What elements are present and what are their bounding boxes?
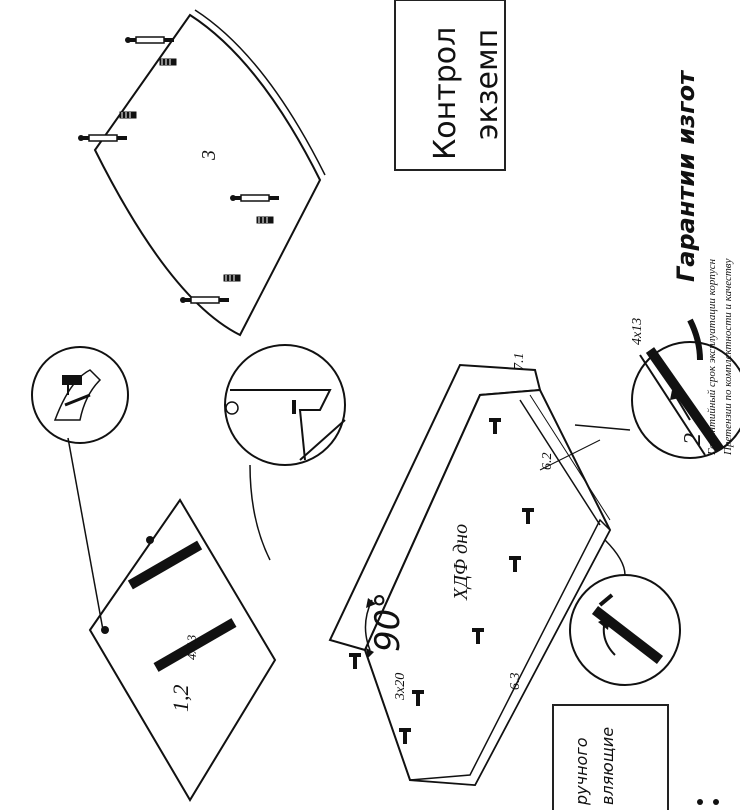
panel-number-label: 3 [198,150,220,160]
screw-3x20-label: 3x20 [393,672,408,700]
bottom-info-box [552,704,669,810]
detail-circle-hand [31,346,129,631]
drawer-box [328,363,612,787]
step-label-1-2: 1,2 [168,684,193,713]
bottom-box-line1: ручного [572,737,591,805]
screw-size-rail-label: 4x13 [630,317,645,345]
label-6-3: 6.3 [508,672,523,691]
title-box [394,0,506,171]
hdf-bottom-label: ХДФ дно [450,523,472,600]
leader-line [67,437,104,631]
guarantee-line-1: Гарантийный срок эксплуатации корпусн [706,258,718,455]
box-title-line2: экземп [470,28,505,140]
angle-label: 90° [368,591,408,652]
arrow-number-label: 2 [680,433,706,445]
label-6-2: 6.2 [540,452,555,471]
detail-circle-corner [224,344,346,561]
bottom-box-line2: вляющие [598,726,617,805]
bullet-1 [697,799,703,805]
detail-circle-screw [569,539,681,686]
label-7-1: 7.1 [512,352,527,371]
guarantee-line-2: Претензии по комплектности и качеству [722,258,734,455]
guarantee-heading: Гарантии изгот [672,70,700,282]
box-title-line1: Контрол [428,26,463,160]
bullet-2 [713,799,719,805]
panel-3-group [77,9,326,337]
screw-size-top-label: 4x13 [184,634,199,660]
detail-circle-rail [574,318,740,459]
drawer-side-panel [88,498,277,802]
